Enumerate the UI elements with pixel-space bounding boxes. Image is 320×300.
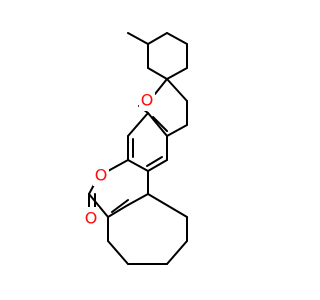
- bond-cyhexene-4: [166, 240, 188, 265]
- ring-oxygen-mask: [139, 89, 155, 111]
- bond-arom-1: [147, 112, 168, 137]
- bond-cyhex-2: [166, 32, 188, 45]
- bond-lactone-ring-2: [127, 193, 149, 206]
- bond-spiro-o: [154, 78, 168, 95]
- carbonyl-oxygen-label: O: [85, 209, 98, 228]
- bond-arom-6: [127, 112, 149, 137]
- bond-cyhexene-2: [107, 240, 129, 265]
- bond-cyhex-4: [166, 67, 188, 80]
- carbonyl-oxygen-mask: [83, 207, 99, 229]
- atom-label-layer: O O O: [83, 89, 155, 229]
- bond-layer: [88, 32, 188, 265]
- bond-o-lactone: [107, 159, 129, 172]
- bond-lactone-double: [107, 204, 129, 218]
- bond-cyhex-5: [147, 67, 168, 80]
- bond-cyhex-1: [147, 32, 168, 45]
- skeletal-formula: O O O: [83, 32, 188, 265]
- bond-arom-3: [147, 159, 168, 172]
- bond-lactone-double-inner: [111, 199, 129, 213]
- bond-arom-3-inner: [146, 156, 163, 167]
- bond-pyran-1: [166, 78, 188, 102]
- bond-cyhexene-6: [147, 193, 188, 218]
- structure-canvas: O O O: [83, 32, 188, 265]
- lactone-oxygen-label: O: [95, 166, 108, 185]
- lactone-oxygen-mask: [93, 164, 109, 186]
- ring-oxygen-label: O: [141, 91, 154, 110]
- bond-arom-1-inner: [152, 116, 168, 132]
- bond-lactone-ring-1: [88, 193, 109, 218]
- bond-pyran-3: [166, 124, 188, 137]
- bond-arom-4: [127, 159, 149, 172]
- bond-methyl: [127, 32, 149, 45]
